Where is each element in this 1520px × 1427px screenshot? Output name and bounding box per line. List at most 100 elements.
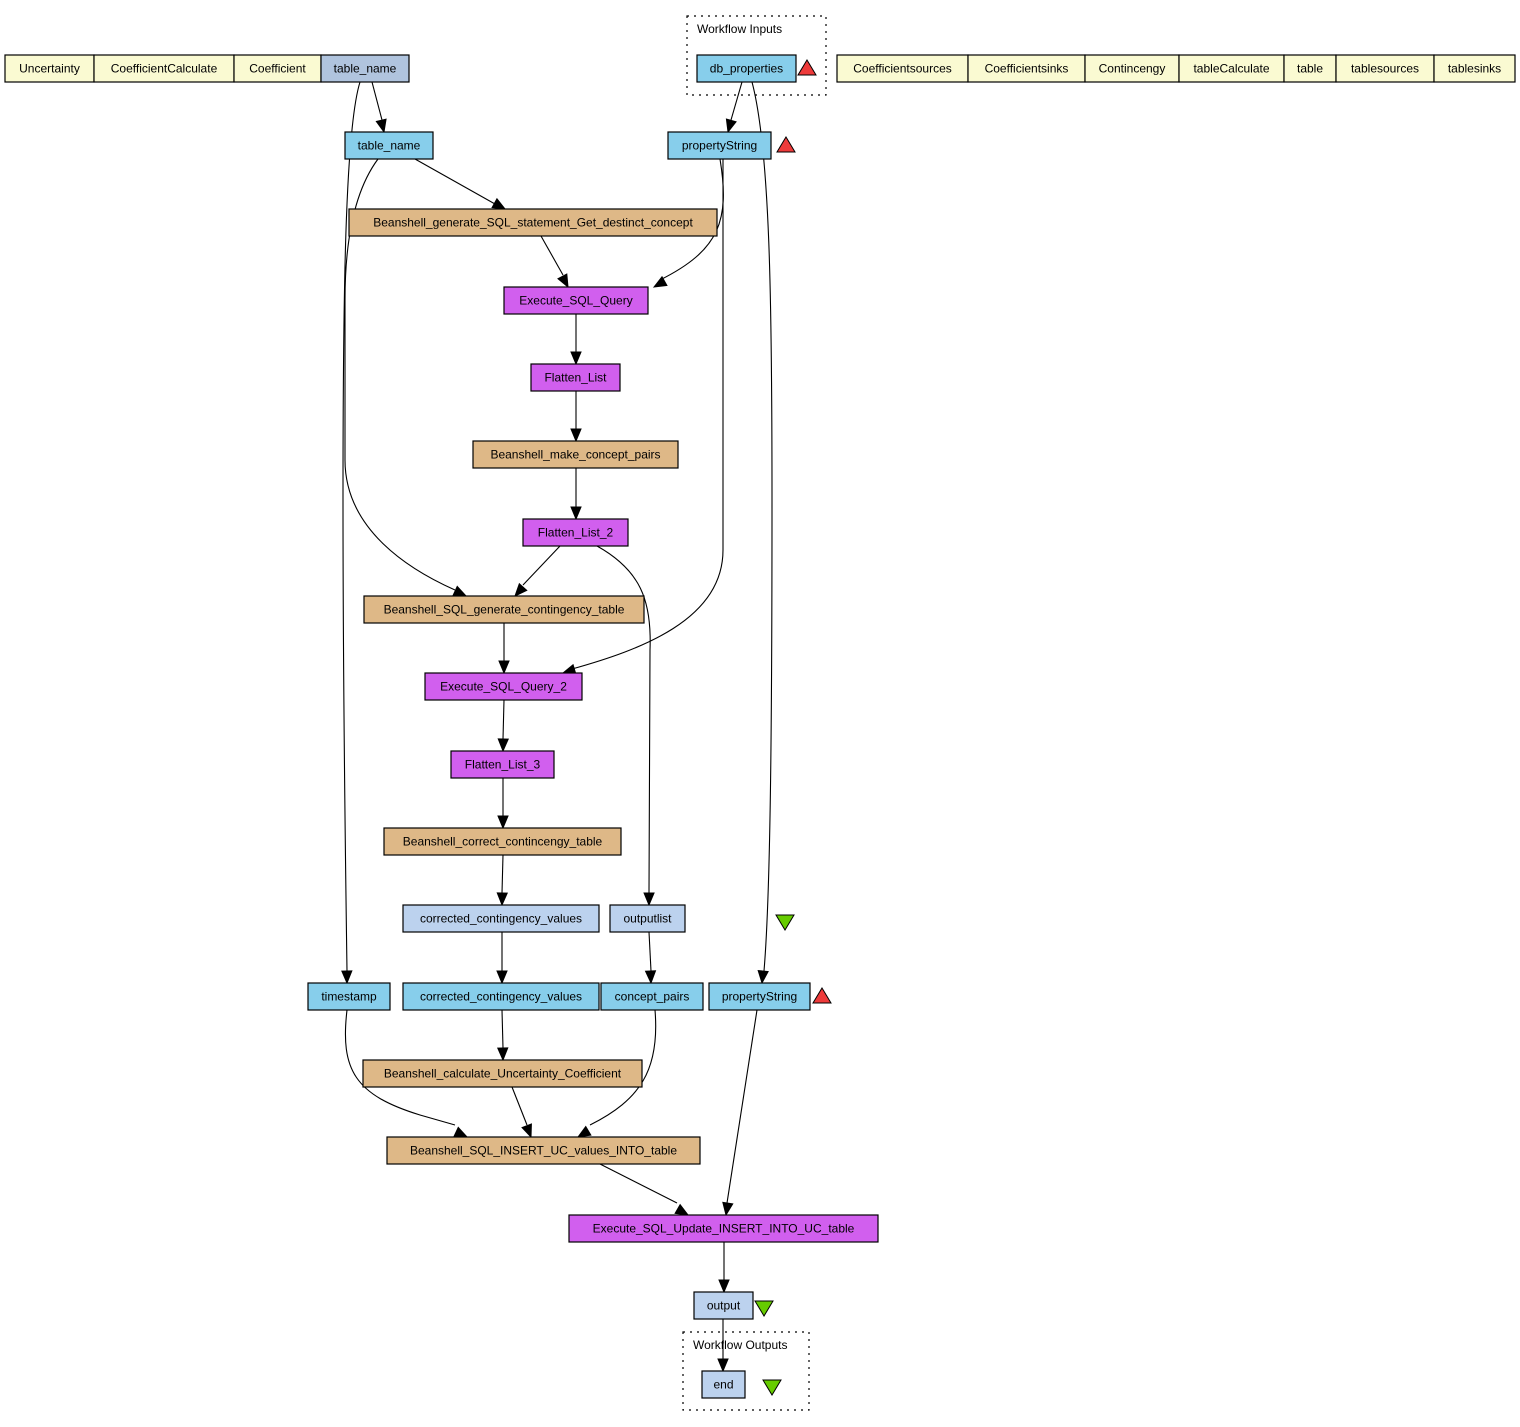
node-label: Execute_SQL_Query <box>519 294 632 308</box>
node-box[interactable] <box>472 440 679 469</box>
node-h-tablesources[interactable]: tablesources <box>1335 54 1435 83</box>
node-calc-uc[interactable]: Beanshell_calculate_Uncertainty_Coeffici… <box>362 1059 643 1088</box>
edge-line <box>596 545 651 894</box>
node-box[interactable] <box>450 750 555 779</box>
node-box[interactable] <box>362 1059 643 1088</box>
node-exec-sql2[interactable]: Execute_SQL_Query_2 <box>424 672 583 701</box>
node-box[interactable] <box>522 518 629 547</box>
node-box[interactable] <box>503 286 649 315</box>
node-propertyString1[interactable]: propertyString <box>667 131 772 160</box>
node-box[interactable] <box>967 54 1086 83</box>
node-output[interactable]: output <box>693 1291 754 1320</box>
edge-line <box>540 235 564 276</box>
node-box[interactable] <box>348 208 718 237</box>
node-exec-update[interactable]: Execute_SQL_Update_INSERT_INTO_UC_table <box>568 1214 879 1243</box>
node-box[interactable] <box>693 1291 754 1320</box>
node-label: output <box>707 1299 741 1313</box>
node-box[interactable] <box>1335 54 1435 83</box>
node-h-coefficient[interactable]: Coefficient <box>233 54 322 83</box>
arrowhead <box>674 1203 690 1216</box>
node-box[interactable] <box>568 1214 879 1243</box>
node-box[interactable] <box>708 982 811 1011</box>
edge-line <box>726 1009 758 1204</box>
arrowhead <box>521 1123 532 1139</box>
edge-line <box>751 81 773 972</box>
node-box[interactable] <box>320 54 410 83</box>
node-h-tablesinks[interactable]: tablesinks <box>1433 54 1516 83</box>
node-exec-sql[interactable]: Execute_SQL_Query <box>503 286 649 315</box>
node-h-coefficientcalculate[interactable]: CoefficientCalculate <box>93 54 235 83</box>
node-box[interactable] <box>4 54 95 83</box>
node-box[interactable] <box>600 982 704 1011</box>
edge-propertyString1-to-exec-sql2 <box>561 159 724 675</box>
node-gen-cont[interactable]: Beanshell_SQL_generate_contingency_table <box>363 595 645 624</box>
node-h-coefficientsinks[interactable]: Coefficientsinks <box>967 54 1086 83</box>
node-label: CoefficientCalculate <box>111 62 218 76</box>
node-h-contincengy[interactable]: Contincengy <box>1084 54 1180 83</box>
node-correct-cont[interactable]: Beanshell_correct_contincengy_table <box>383 827 622 856</box>
node-table-name[interactable]: table_name <box>344 131 434 160</box>
workflow-inputs-label: Workflow Inputs <box>697 22 782 36</box>
node-flatten2[interactable]: Flatten_List_2 <box>522 518 629 547</box>
edge-line <box>344 1009 456 1126</box>
node-h-tablecalculate[interactable]: tableCalculate <box>1178 54 1285 83</box>
node-h-uncertainty[interactable]: Uncertainty <box>4 54 95 83</box>
node-box[interactable] <box>383 827 622 856</box>
node-box[interactable] <box>363 595 645 624</box>
edge-line <box>501 854 504 894</box>
workflow-outputs-cluster: Workflow Outputs <box>682 1331 810 1411</box>
node-h-table[interactable]: table <box>1283 54 1337 83</box>
edge-flatten3-to-correct-cont <box>497 778 509 830</box>
node-box[interactable] <box>701 1370 746 1399</box>
node-box[interactable] <box>667 131 772 160</box>
node-box[interactable] <box>402 904 600 933</box>
node-box[interactable] <box>609 904 686 933</box>
node-box[interactable] <box>1433 54 1516 83</box>
node-concept-pairs[interactable]: concept_pairs <box>600 982 704 1011</box>
arrowhead <box>514 582 528 597</box>
node-label: corrected_contingency_values <box>420 990 582 1004</box>
node-ccv-in[interactable]: corrected_contingency_values <box>402 982 600 1011</box>
node-label: table <box>1297 62 1323 76</box>
node-db-properties[interactable]: db_properties <box>696 54 797 83</box>
node-box[interactable] <box>233 54 322 83</box>
node-flatten1[interactable]: Flatten_List <box>530 363 621 392</box>
arrowhead <box>643 892 655 907</box>
edge-line <box>599 1163 678 1204</box>
edge-line <box>342 81 361 972</box>
arrowhead <box>341 970 353 985</box>
node-h-coefficientsources[interactable]: Coefficientsources <box>836 54 969 83</box>
node-label: tableCalculate <box>1193 62 1269 76</box>
node-h-table-name[interactable]: table_name <box>320 54 410 83</box>
node-box[interactable] <box>424 672 583 701</box>
edge-line <box>414 158 496 205</box>
edge-flatten2-to-outputlist <box>596 545 655 907</box>
node-label: db_properties <box>710 62 783 76</box>
node-box[interactable] <box>93 54 235 83</box>
node-box[interactable] <box>530 363 621 392</box>
node-box[interactable] <box>1084 54 1180 83</box>
node-box[interactable] <box>836 54 969 83</box>
node-box[interactable] <box>402 982 600 1011</box>
node-flatten3[interactable]: Flatten_List_3 <box>450 750 555 779</box>
node-label: Beanshell_generate_SQL_statement_Get_des… <box>373 216 693 230</box>
node-label: outputlist <box>623 912 672 926</box>
node-label: Coefficientsinks <box>985 62 1069 76</box>
node-box[interactable] <box>386 1136 701 1165</box>
node-propertyString2[interactable]: propertyString <box>708 982 811 1011</box>
node-timestamp[interactable]: timestamp <box>307 982 391 1011</box>
node-ccv-out[interactable]: corrected_contingency_values <box>402 904 600 933</box>
node-gen-sql[interactable]: Beanshell_generate_SQL_statement_Get_des… <box>348 208 718 237</box>
arrowhead <box>570 351 582 366</box>
node-box[interactable] <box>307 982 391 1011</box>
edge-db-properties-to-propertyString1 <box>725 81 743 134</box>
edge-line <box>501 1009 504 1049</box>
node-make-pairs[interactable]: Beanshell_make_concept_pairs <box>472 440 679 469</box>
node-box[interactable] <box>344 131 434 160</box>
arrowhead <box>491 197 507 210</box>
node-box[interactable] <box>696 54 797 83</box>
node-end[interactable]: end <box>701 1370 746 1399</box>
node-outputlist[interactable]: outputlist <box>609 904 686 933</box>
arrowhead <box>453 1126 469 1138</box>
node-insert-uc[interactable]: Beanshell_SQL_INSERT_UC_values_INTO_tabl… <box>386 1136 701 1165</box>
